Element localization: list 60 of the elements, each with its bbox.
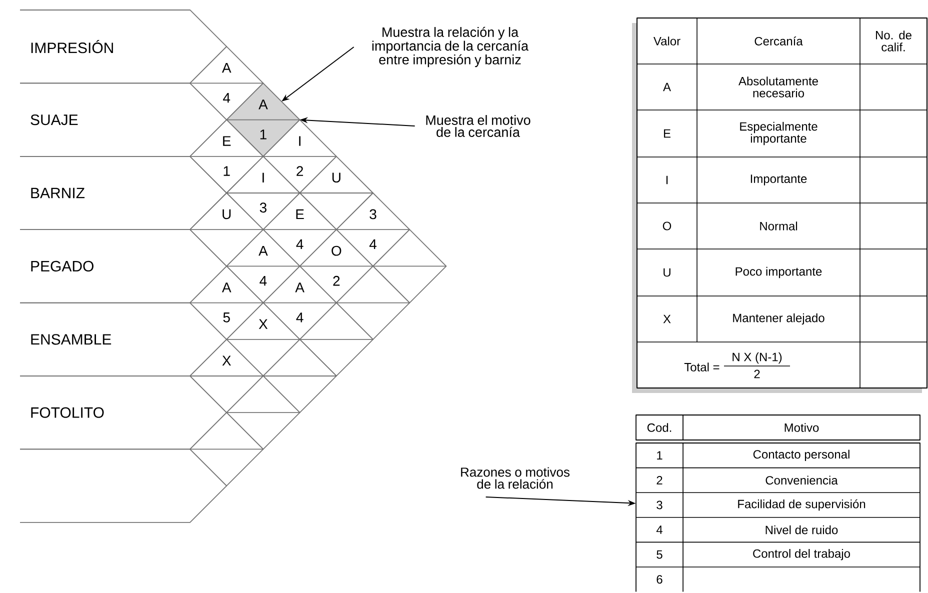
fraction: N X (N-1) 2 [724,352,790,378]
rating-letter: X [663,314,671,324]
reason-number: 4 [296,239,304,250]
closeness-table [632,18,928,393]
column-header: Motivo [784,423,819,432]
table-text: Control del trabajo [753,549,850,560]
reason-number: 1 [224,166,230,176]
rating-letter: A [258,246,268,256]
table-text: Especialmente importante [740,122,818,146]
reason-number: 4 [296,312,304,322]
rating-letter: U [332,172,340,183]
column-header: No. de calif. [876,30,912,52]
column-header: Cod. [647,423,672,432]
code-number: 4 [656,526,662,534]
annotation-text: Muestra la relación y la importancia de la cercanía entre impresión y barniz [372,26,529,68]
table-text: Conveniencia [766,476,838,485]
table-text: Total = [684,362,720,372]
annotation-text: Muestra el motivo de la cercanía [426,115,530,137]
code-number: 6 [656,575,662,584]
rating-letter: U [664,268,670,277]
rating-letter: A [258,100,268,110]
rating-letter: O [662,222,672,230]
rating-letter: I [666,176,668,184]
reason-number: 3 [260,202,266,213]
table-text: Facilidad de supervisión [738,499,866,511]
code-number: 2 [656,476,662,484]
reason-table [636,414,920,592]
rating-letter: E [296,209,304,220]
relationship-diamond [262,338,337,414]
table-text: Nivel de ruido [766,525,838,534]
column-header: Valor [654,36,680,46]
rating-letter: I [299,136,300,146]
relationship-diamond [226,376,300,450]
reason-number: 4 [223,93,230,103]
rating-letter: X [258,319,268,329]
rating-letter: 3 [370,209,376,220]
table-text: Mantener alejado [733,313,824,325]
reason-number: 2 [333,276,340,286]
table-text: Contacto personal [753,450,850,461]
annotation-text: Razones o motivos de la relación [461,467,570,489]
reason-number: 2 [296,166,303,176]
rating-letter: A [295,282,304,292]
rating-letter: A [663,82,671,92]
code-number: 3 [656,500,662,510]
table-text: Poco importante [736,266,822,278]
reason-number: 5 [223,312,230,322]
code-number: 5 [656,550,662,559]
reason-number: 1 [260,130,266,140]
rating-letter: O [332,246,342,256]
table-text: Absolutamente necesario [738,76,818,98]
relationship-diamond [190,412,264,486]
rating-letter: E [664,129,670,138]
reason-number: 4 [369,239,376,250]
table-text: Normal [760,222,798,230]
rating-letter: I [262,172,264,182]
code-number: 1 [657,451,662,460]
column-header: Cercanía [754,36,803,46]
reason-number: 4 [260,276,267,286]
relationship-diamond [190,338,264,414]
table-text: Importante [750,174,807,186]
